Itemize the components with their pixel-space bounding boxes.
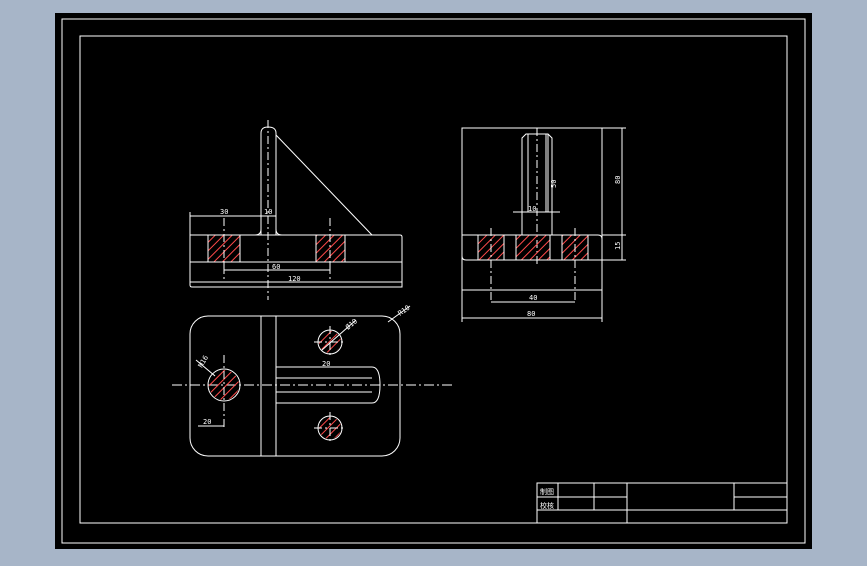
title-checked-label: 校核 bbox=[540, 501, 554, 510]
top-outline bbox=[189, 315, 401, 457]
top-view bbox=[172, 305, 455, 457]
top-slot-label: 20 bbox=[322, 360, 330, 368]
drawing-sheet bbox=[55, 13, 812, 549]
side-dim-80-bottom: 80 bbox=[527, 310, 535, 318]
inner-frame bbox=[79, 35, 788, 524]
side-dim-80: 80 bbox=[614, 176, 622, 184]
title-block bbox=[536, 482, 788, 524]
leader-hole-dia bbox=[321, 319, 357, 351]
outer-border bbox=[61, 18, 806, 544]
side-dim-40: 40 bbox=[529, 294, 537, 302]
side-outer-outline bbox=[461, 127, 603, 291]
title-drawn-label: 制图 bbox=[540, 487, 554, 496]
front-dim-60: 60 bbox=[272, 263, 280, 271]
side-dim-15: 15 bbox=[614, 242, 622, 250]
front-dim-10: 10 bbox=[264, 208, 272, 216]
top-offset-20: 20 bbox=[203, 418, 211, 426]
front-gusset bbox=[275, 134, 373, 236]
side-view bbox=[461, 127, 626, 322]
top-large-hole bbox=[207, 368, 241, 402]
front-dim-30: 30 bbox=[220, 208, 228, 216]
side-section-center bbox=[515, 234, 551, 261]
leader-radius bbox=[387, 305, 411, 323]
side-dim-50: 50 bbox=[550, 180, 558, 188]
side-dim-10: 10 bbox=[528, 205, 536, 213]
front-view bbox=[189, 120, 403, 300]
front-base-plate bbox=[189, 234, 403, 288]
front-dim-120: 120 bbox=[288, 275, 301, 283]
leader-large-hole bbox=[195, 359, 216, 377]
